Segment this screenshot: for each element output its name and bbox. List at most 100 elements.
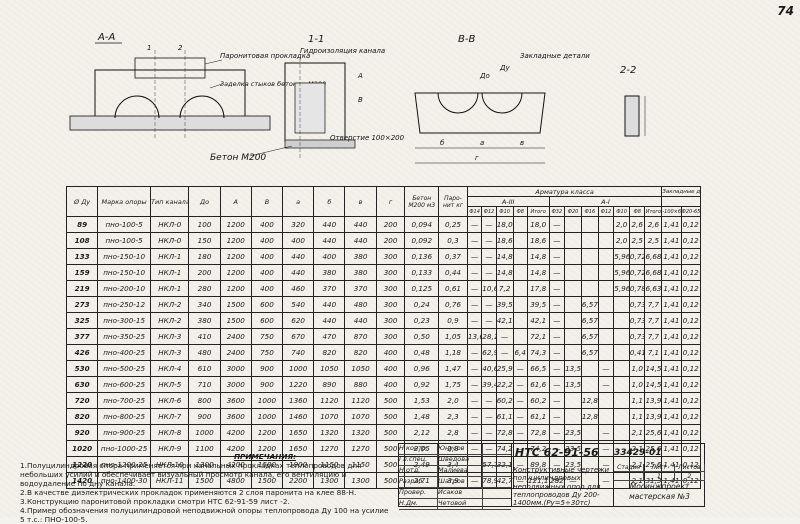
table-cell: 0,41 (628, 344, 646, 361)
table-cell: 1,0 (628, 376, 646, 393)
table-cell: 42,1 (495, 312, 514, 329)
table-cell: 62,9 (481, 344, 497, 361)
table-cell: 530 (65, 360, 99, 377)
table-cell: — (548, 264, 566, 281)
dim-2-label: 2 (178, 44, 183, 52)
table-cell (613, 344, 630, 361)
table-cell: НКЛ-1 (150, 248, 190, 265)
table-cell: НКЛ-11 (150, 472, 190, 489)
table-cell: 1650 (282, 424, 315, 441)
table-cell: НКЛ-3 (150, 328, 190, 345)
subcol-4: Итого (526, 206, 550, 217)
table-cell: 440 (282, 264, 315, 281)
table-cell: 900 (250, 376, 284, 393)
table-cell: 60,2 (526, 392, 550, 409)
table-cell (580, 232, 599, 249)
table-cell: 17,8 (526, 280, 550, 297)
table-cell: 72,8 (495, 424, 514, 441)
stadia-value (614, 472, 645, 480)
table-cell: 1,41 (661, 344, 682, 361)
table-cell: 18,6 (495, 232, 514, 249)
table-cell: 0,12 (680, 280, 702, 297)
table-cell: — (512, 472, 528, 489)
table-cell: 0,12 (680, 248, 702, 265)
table-cell: 0,61 (438, 280, 468, 297)
table-cell: 0,73 (628, 328, 646, 345)
note-3: 3.Конструкцию паронитовой прокладки смот… (20, 497, 290, 506)
note-1: 1.Полуцилиндровая опора применяется при … (20, 461, 362, 488)
table-cell: 440 (344, 216, 377, 233)
table-cell (564, 248, 582, 265)
table-cell: 18,6 (526, 232, 550, 249)
table-cell: 22,2 (495, 376, 514, 393)
table-cell: 0,3 (438, 232, 468, 249)
table-cell: 12,8 (580, 392, 599, 409)
table-cell: — (466, 424, 483, 441)
signature-role: Н.отд. (399, 466, 438, 476)
table-cell: 0,12 (680, 232, 702, 249)
table-cell: 600 (250, 312, 284, 329)
table-cell: 0,094 (404, 216, 440, 233)
table-cell (597, 408, 615, 425)
table-cell: 72,1 (526, 328, 550, 345)
table-cell: — (512, 360, 528, 377)
drawing-code: НТС 62-91-56 (515, 446, 599, 459)
table-cell: 2400 (219, 328, 252, 345)
table-cell: 13,5 (564, 360, 582, 377)
table-cell (613, 424, 630, 441)
table-cell: 13,9 (644, 392, 663, 409)
table-cell: 470 (313, 328, 346, 345)
subcol-12: -100×6 (661, 206, 682, 217)
table-cell (613, 408, 630, 425)
table-cell (580, 424, 599, 441)
table-cell: 410 (188, 328, 221, 345)
table-cell: 300 (375, 312, 406, 329)
table-cell: 200 (188, 264, 221, 281)
table-cell: — (548, 408, 566, 425)
table-cell: — (548, 344, 566, 361)
sheet-info: Стадия Лист Листов 1 2 Мосинжпроект маст… (613, 464, 705, 506)
table-cell: 380 (344, 264, 377, 281)
col-armatura: Арматура класса (466, 186, 663, 197)
table-cell: НКЛ-2 (150, 296, 190, 313)
table-cell: 133 (65, 248, 99, 265)
table-cell: 39,5 (526, 296, 550, 313)
table-cell: 14,5 (644, 376, 663, 393)
table-cell: — (466, 312, 483, 329)
table-cell: — (481, 408, 497, 425)
col-paronit: Паро- нит кг (438, 186, 468, 217)
table-cell (512, 216, 528, 233)
table-cell: 2,0 (613, 216, 630, 233)
table-cell: 1,1 (628, 408, 646, 425)
table-cell (613, 392, 630, 409)
table-cell: 440 (313, 216, 346, 233)
notes: ПРИМЕЧАНИЯ: 1.Полуцилиндровая опора прим… (20, 452, 390, 524)
subcol-5: Ф32 (548, 206, 566, 217)
table-cell: 0,78 (628, 280, 646, 297)
table-cell: 18,0 (526, 216, 550, 233)
table-cell: 380 (188, 312, 221, 329)
table-cell: 0,72 (628, 248, 646, 265)
table-cell: 380 (313, 264, 346, 281)
table-cell: 0,50 (404, 328, 440, 345)
table-cell: 1360 (282, 392, 315, 409)
section-22-label: 2-2 (620, 65, 636, 76)
table-cell: 273 (65, 296, 99, 313)
table-cell: 2,1 (628, 424, 646, 441)
table-cell: 920 (65, 424, 99, 441)
table-cell: 1200 (219, 280, 252, 297)
table-cell: 1200 (219, 264, 252, 281)
table-cell: 0,136 (404, 248, 440, 265)
listov-label: Листов (675, 464, 705, 471)
signature-row: Разраб.Шатров (399, 477, 511, 488)
table-cell: 1200 (219, 248, 252, 265)
